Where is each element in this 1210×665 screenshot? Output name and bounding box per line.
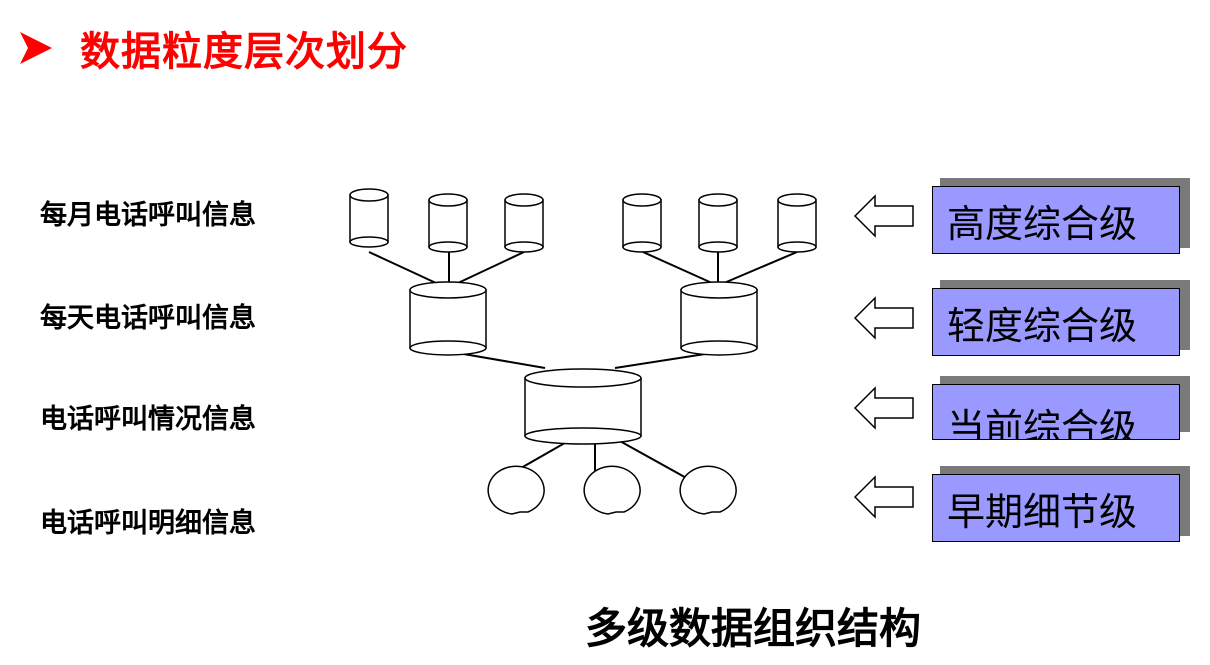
- row-label-daily: 每天电话呼叫信息: [40, 303, 256, 334]
- level-label: 早期细节级: [947, 489, 1138, 534]
- cylinder-top-2: [428, 193, 468, 253]
- level-label: 高度综合级: [947, 201, 1138, 246]
- arrow-bullet-icon: [20, 32, 52, 64]
- left-arrow-icon: [853, 475, 914, 519]
- connector-line: [723, 251, 798, 284]
- cylinder-top-3: [504, 193, 544, 253]
- cylinder-top-4: [622, 193, 662, 253]
- cylinder-current: [524, 368, 642, 445]
- level-box-current: 当前综合级: [932, 376, 1190, 440]
- connector-line: [617, 439, 691, 481]
- slide-title: 数据粒度层次划分: [18, 18, 408, 78]
- cylinder-top-6: [777, 193, 817, 253]
- diagram-caption: 多级数据组织结构: [585, 604, 922, 653]
- level-box-detail: 早期细节级: [932, 466, 1190, 544]
- cylinder-top-1: [349, 188, 389, 248]
- row-label-detail: 电话呼叫明细信息: [40, 508, 256, 539]
- title-text: 数据粒度层次划分: [80, 29, 408, 75]
- level-label: 当前综合级: [947, 406, 1138, 440]
- left-arrow-icon: [853, 296, 914, 340]
- row-label-monthly: 每月电话呼叫信息: [40, 200, 256, 231]
- left-arrow-icon: [853, 194, 914, 238]
- level-box-high: 高度综合级: [932, 178, 1190, 256]
- level-box-light: 轻度综合级: [932, 280, 1190, 358]
- connector-line: [457, 251, 525, 284]
- level-label: 轻度综合级: [947, 303, 1138, 348]
- detail-bubble-3: [679, 465, 737, 515]
- row-label-situation: 电话呼叫情况信息: [40, 404, 256, 435]
- connector-line: [368, 251, 437, 284]
- cylinder-mid-left: [409, 281, 487, 356]
- cylinder-top-5: [698, 193, 738, 253]
- detail-bubble-1: [487, 465, 545, 515]
- left-arrow-icon: [853, 386, 914, 430]
- detail-bubble-2: [583, 465, 641, 515]
- cylinder-mid-right: [680, 281, 758, 356]
- connector-line: [642, 251, 713, 284]
